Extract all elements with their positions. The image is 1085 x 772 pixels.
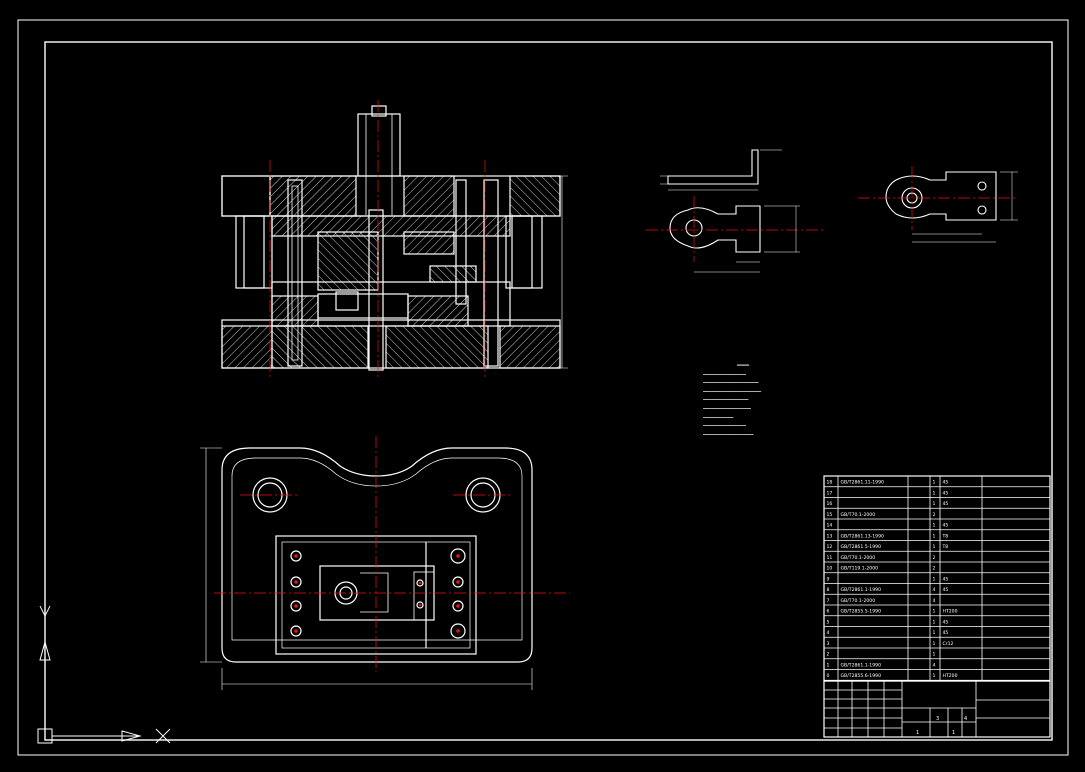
table-cell: 7 (827, 598, 830, 604)
table-cell: 2 (933, 512, 936, 518)
table-cell: 45 (943, 501, 949, 507)
table-cell: 6 (827, 609, 830, 615)
table-cell: GB/T70.1-2000 (841, 598, 876, 604)
table-cell: GB/T2855.5-1990 (841, 609, 882, 615)
notes-line: ══════════════════ (703, 397, 749, 403)
table-cell: 2 (933, 555, 936, 561)
table-cell: GB/T2855.6-1990 (841, 673, 882, 679)
table-cell: 45 (943, 630, 949, 636)
notes-line: ════════════ (703, 414, 734, 420)
table-cell: 1 (933, 490, 936, 496)
table-cell: 4 (827, 630, 830, 636)
table-cell: T8 (942, 533, 949, 539)
table-cell: HT200 (943, 609, 958, 615)
notes-line: ════════════════════ (703, 431, 754, 437)
table-cell: 11 (827, 555, 833, 561)
title-block-value: 1 (952, 730, 955, 736)
table-cell: 1 (933, 501, 936, 507)
notes-line: ═══════════════════════ (703, 388, 761, 394)
table-cell: 13 (827, 533, 833, 539)
table-cell: 1 (933, 609, 936, 615)
table-cell: 2 (933, 566, 936, 572)
part-drawing (646, 149, 1018, 273)
table-cell: GB/T2861.11-1990 (841, 480, 884, 486)
notes-title: ════ (736, 363, 750, 369)
table-cell: 4 (933, 587, 936, 593)
table-cell: 4 (933, 662, 936, 668)
table-cell: GB/T2861.5-1990 (841, 544, 882, 550)
table-cell: 1 (933, 619, 936, 625)
title-block (823, 680, 1051, 738)
table-cell: 1 (933, 630, 936, 636)
table-cell: 45 (943, 523, 949, 529)
plan-view (200, 436, 570, 690)
table-cell: 1 (933, 641, 936, 647)
table-cell: 0 (827, 673, 830, 679)
notes-line: ═════════════════ (703, 371, 746, 377)
table-cell: 45 (943, 490, 949, 496)
notes-line: ══════════════════════ (703, 380, 759, 386)
table-cell: 1 (933, 480, 936, 486)
table-cell: 3 (827, 641, 830, 647)
table-cell: 1 (827, 662, 830, 668)
table-cell: 1 (933, 544, 936, 550)
table-cell: 5 (827, 619, 830, 625)
table-cell: GB/T70.1-2000 (841, 555, 876, 561)
technical-notes: ════ ═════════════════ ═════════════════… (703, 362, 813, 439)
table-cell: 15 (827, 512, 833, 518)
table-cell: 1 (933, 523, 936, 529)
table-cell: Cr12 (943, 641, 954, 647)
parts-list-table (823, 475, 1051, 682)
table-cell: 1 (933, 673, 936, 679)
title-block-value: 3 (936, 716, 939, 722)
table-cell: 16 (827, 501, 833, 507)
notes-line: ═════════════════ (703, 423, 746, 429)
title-block-values: 1 1 3 4 (916, 716, 967, 736)
table-cell: GB/T2861.1-1990 (841, 662, 882, 668)
title-block-value: 1 (916, 730, 919, 736)
table-cell: GB/T119.1-2000 (841, 566, 879, 572)
front-section-view (221, 100, 568, 380)
table-cell: 8 (827, 587, 830, 593)
table-cell: GB/T2861.13-1990 (841, 533, 884, 539)
table-cell: GB/T70.1-2000 (841, 512, 876, 518)
table-cell: 1 (933, 652, 936, 658)
table-cell: 4 (933, 598, 936, 604)
title-block-value: 4 (964, 716, 967, 722)
table-cell: 45 (943, 587, 949, 593)
table-cell: 1 (933, 576, 936, 582)
table-cell: 45 (943, 480, 949, 486)
bolt-holes (290, 548, 466, 639)
table-cell: 12 (827, 544, 833, 550)
table-cell: 10 (827, 566, 833, 572)
ucs-axis-icon (37, 605, 171, 744)
table-cell: HT200 (943, 673, 958, 679)
table-cell: T8 (942, 544, 949, 550)
sheet-outer-border (17, 19, 1069, 756)
notes-line: ═══════════════════ (703, 405, 751, 411)
table-cell: 9 (827, 576, 830, 582)
table-cell: 2 (827, 652, 830, 658)
table-cell: 17 (827, 490, 833, 496)
table-cell: 1 (933, 533, 936, 539)
table-cell: 45 (943, 576, 949, 582)
table-cell: 45 (943, 619, 949, 625)
table-cell: 14 (827, 523, 833, 529)
sheet-inner-border (44, 41, 1053, 741)
table-cell: 18 (827, 480, 833, 486)
table-cell: GB/T2861.1-1990 (841, 587, 882, 593)
